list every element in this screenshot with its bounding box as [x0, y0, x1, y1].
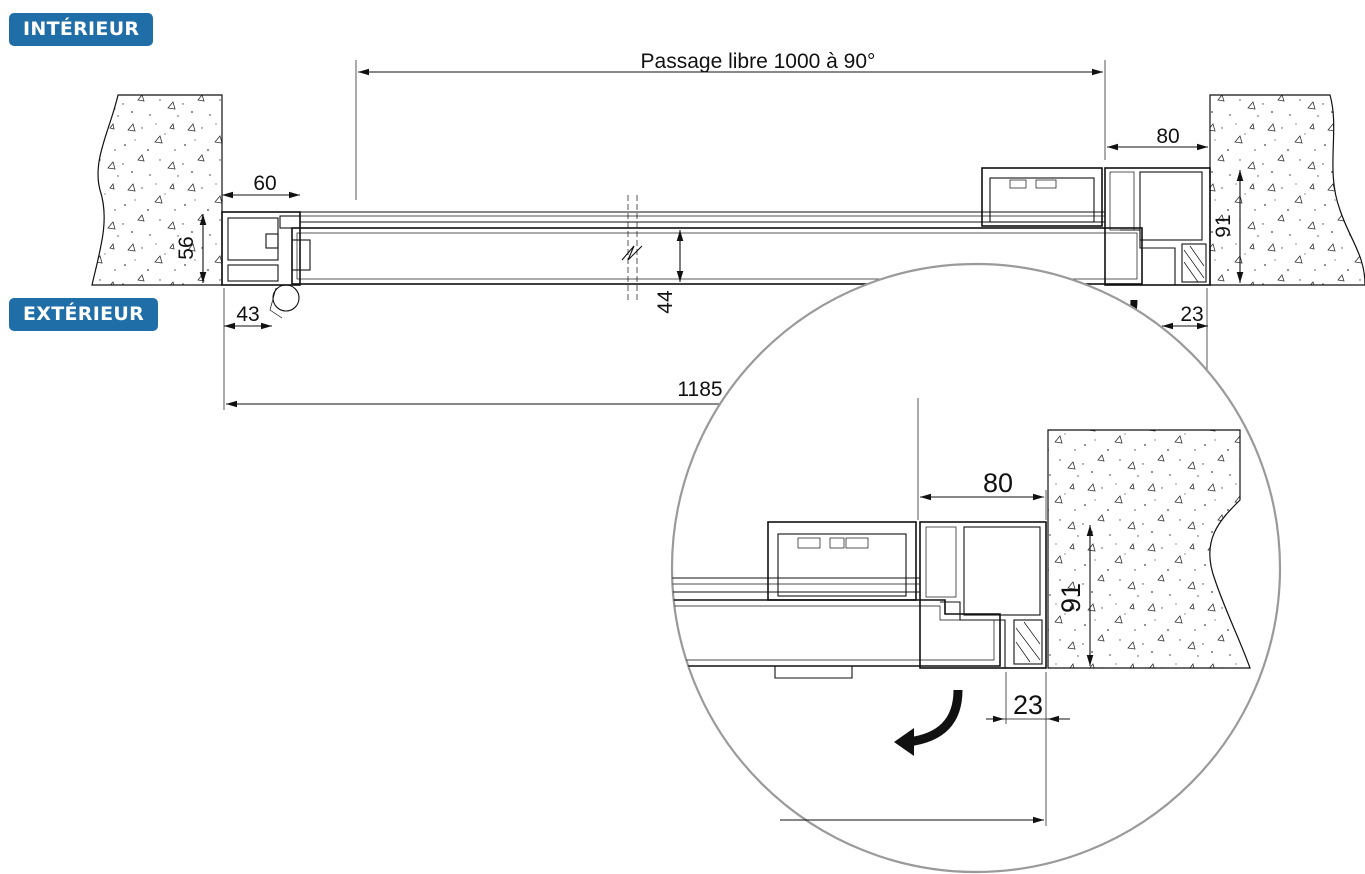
dim-frame-width-left: 60: [222, 172, 300, 199]
dim-frame-depth-left: 56: [175, 214, 207, 283]
dim-offset-left: 43: [223, 288, 272, 330]
dim-detail-frame-width: 80: [917, 398, 1047, 520]
exterior-label: EXTÉRIEUR: [9, 298, 159, 331]
dim-1185-text: 1185: [677, 378, 722, 401]
dim-passage: Passage libre 1000 à 90°: [355, 50, 1106, 200]
dim-23-text: 23: [1180, 303, 1203, 326]
door-leaf: [291, 195, 1143, 300]
detail-circle: [670, 262, 1282, 874]
dim-detail-frame-depth: 91: [1056, 525, 1094, 666]
dim-passage-text: Passage libre 1000 à 90°: [641, 50, 876, 73]
dim-91-text: 91: [1212, 214, 1235, 237]
dim-leaf-thickness: 44: [654, 230, 684, 314]
detail-view: [672, 429, 1251, 679]
dim-43-text: 43: [236, 303, 259, 326]
left-frame: [221, 211, 301, 319]
dim-80-text: 80: [1156, 125, 1179, 148]
opening-arrow-detail: [907, 689, 963, 747]
dim-60-text: 60: [253, 172, 276, 195]
dim-frame-width-right: 80: [1107, 125, 1208, 151]
dim-detail-23-text: 23: [1013, 690, 1043, 720]
interior-label: INTÉRIEUR: [9, 13, 154, 46]
right-wall: [1209, 94, 1365, 286]
dim-detail-80-text: 80: [983, 468, 1013, 498]
dim-44-text: 44: [654, 290, 677, 314]
dim-detail-offset: 23: [986, 672, 1070, 826]
right-frame: [981, 167, 1211, 286]
dim-56-text: 56: [175, 236, 198, 259]
dim-offset-right: 23: [1162, 303, 1208, 330]
dim-frame-depth-right: 91: [1212, 170, 1244, 283]
dim-detail-91-text: 91: [1056, 583, 1086, 613]
left-wall: [91, 94, 223, 286]
